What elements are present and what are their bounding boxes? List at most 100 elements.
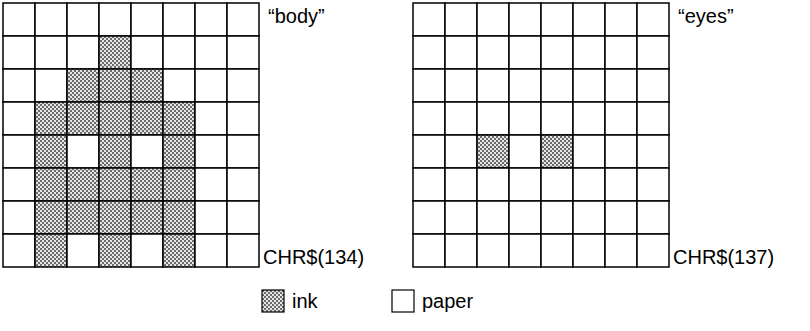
paper-cell	[509, 36, 541, 69]
paper-cell	[637, 102, 669, 135]
ink-cell	[163, 135, 195, 168]
paper-cell	[3, 201, 35, 234]
paper-cell	[413, 36, 445, 69]
character-code: CHR$(137)	[673, 245, 774, 269]
paper-cell	[195, 36, 227, 69]
paper-cell	[195, 69, 227, 102]
paper-cell	[637, 36, 669, 69]
paper-cell	[3, 69, 35, 102]
paper-cell	[605, 135, 637, 168]
paper-cell	[227, 168, 259, 201]
paper-cell	[413, 135, 445, 168]
ink-cell	[67, 168, 99, 201]
paper-cell	[35, 3, 67, 36]
ink-cell	[35, 102, 67, 135]
paper-cell	[573, 234, 605, 267]
paper-cell	[195, 135, 227, 168]
paper-cell	[573, 201, 605, 234]
paper-cell	[637, 3, 669, 36]
paper-cell	[445, 102, 477, 135]
grid-title: “eyes”	[678, 4, 734, 28]
paper-cell	[637, 234, 669, 267]
paper-cell	[477, 201, 509, 234]
legend-label: paper	[422, 289, 473, 313]
ink-cell	[67, 201, 99, 234]
legend-swatch	[392, 290, 414, 312]
paper-cell	[509, 168, 541, 201]
paper-cell	[163, 69, 195, 102]
paper-cell	[605, 69, 637, 102]
paper-cell	[541, 102, 573, 135]
ink-cell	[67, 102, 99, 135]
ink-cell	[131, 168, 163, 201]
paper-cell	[541, 69, 573, 102]
paper-cell	[67, 36, 99, 69]
paper-cell	[573, 168, 605, 201]
paper-cell	[99, 3, 131, 36]
ink-cell	[35, 135, 67, 168]
paper-cell	[163, 36, 195, 69]
paper-cell	[35, 36, 67, 69]
paper-cell	[413, 201, 445, 234]
paper-cell	[477, 102, 509, 135]
paper-cell	[605, 234, 637, 267]
grid-title: “body”	[268, 4, 325, 28]
paper-cell	[413, 234, 445, 267]
paper-cell	[3, 234, 35, 267]
ink-cell	[163, 102, 195, 135]
paper-cell	[3, 3, 35, 36]
paper-cell	[605, 36, 637, 69]
paper-cell	[131, 135, 163, 168]
paper-cell	[445, 234, 477, 267]
paper-cell	[637, 69, 669, 102]
paper-cell	[477, 168, 509, 201]
paper-cell	[541, 3, 573, 36]
paper-cell	[509, 234, 541, 267]
paper-cell	[637, 168, 669, 201]
paper-cell	[445, 201, 477, 234]
paper-cell	[35, 69, 67, 102]
ink-cell	[99, 69, 131, 102]
paper-cell	[195, 102, 227, 135]
paper-cell	[509, 69, 541, 102]
ink-cell	[99, 102, 131, 135]
paper-cell	[509, 135, 541, 168]
paper-cell	[413, 102, 445, 135]
paper-cell	[573, 3, 605, 36]
paper-cell	[541, 234, 573, 267]
ink-cell	[99, 36, 131, 69]
paper-cell	[131, 3, 163, 36]
ink-cell	[131, 201, 163, 234]
paper-cell	[413, 168, 445, 201]
ink-cell	[99, 135, 131, 168]
ink-cell	[35, 168, 67, 201]
paper-cell	[3, 135, 35, 168]
paper-cell	[227, 3, 259, 36]
character-code: CHR$(134)	[263, 245, 364, 269]
paper-cell	[637, 135, 669, 168]
paper-cell	[163, 3, 195, 36]
paper-cell	[445, 36, 477, 69]
paper-cell	[541, 168, 573, 201]
paper-cell	[605, 168, 637, 201]
paper-cell	[605, 3, 637, 36]
ink-cell	[99, 168, 131, 201]
paper-cell	[637, 201, 669, 234]
paper-cell	[509, 201, 541, 234]
ink-cell	[163, 201, 195, 234]
paper-cell	[413, 69, 445, 102]
legend-swatch	[262, 290, 284, 312]
ink-cell	[67, 69, 99, 102]
ink-cell	[477, 135, 509, 168]
paper-cell	[195, 3, 227, 36]
paper-cell	[477, 69, 509, 102]
paper-cell	[227, 234, 259, 267]
paper-cell	[509, 3, 541, 36]
paper-cell	[541, 36, 573, 69]
eyes-grid	[413, 3, 669, 267]
ink-cell	[163, 234, 195, 267]
paper-cell	[227, 135, 259, 168]
paper-cell	[477, 234, 509, 267]
paper-cell	[445, 135, 477, 168]
